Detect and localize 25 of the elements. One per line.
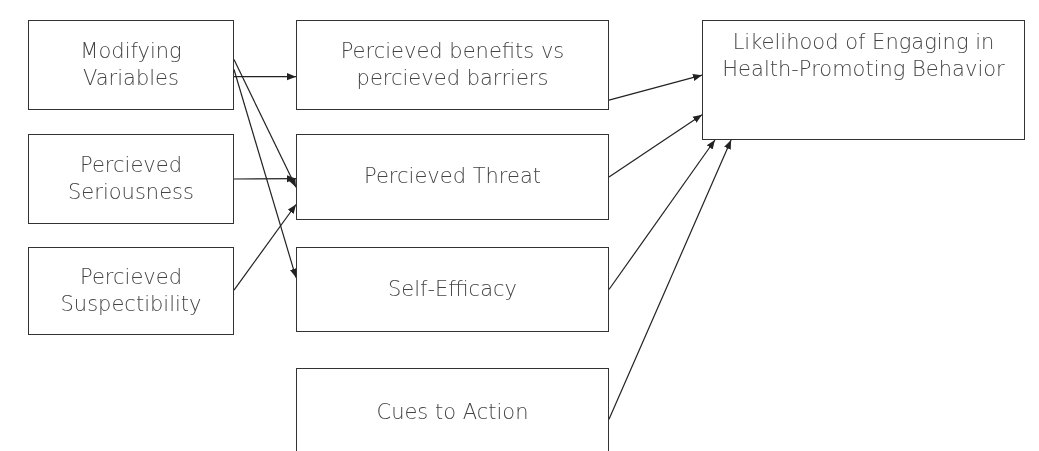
box-label: Percieved benefits vs percieved barriers [339, 37, 566, 92]
concept-box [702, 20, 1025, 140]
box-label: Percieved Seriousness [67, 151, 195, 206]
arrow [608, 114, 703, 178]
concept-box [28, 247, 234, 335]
arrow [233, 175, 297, 183]
arrow [608, 139, 732, 420]
arrow [233, 73, 297, 81]
concept-box [28, 20, 234, 110]
box-label: Cues to Action [376, 399, 529, 427]
arrow [608, 74, 703, 101]
box-label: Likelihood of Engaging in Health-Promoting Behavior [721, 29, 1006, 84]
concept-box [28, 134, 234, 224]
box-label: Percieved Suspectibility [59, 263, 203, 318]
arrow [608, 139, 716, 291]
box-label: Modifying Variables [79, 37, 183, 92]
arrow [233, 68, 297, 279]
concept-box [296, 368, 609, 451]
arrow [233, 59, 297, 188]
concept-box [296, 134, 609, 220]
concept-box [296, 247, 609, 332]
arrow [233, 203, 297, 291]
box-label: Self-Efficacy [388, 275, 517, 303]
concept-box [296, 20, 609, 110]
box-label: Percieved Threat [364, 163, 541, 191]
